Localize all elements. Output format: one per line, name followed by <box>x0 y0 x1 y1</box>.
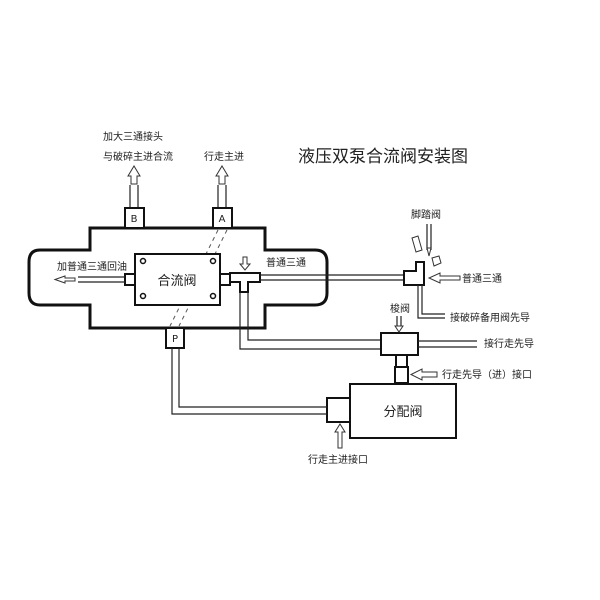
outer-tee <box>403 261 425 286</box>
travel-pilot-in-port <box>394 366 409 384</box>
arrow-up-icon <box>334 423 346 449</box>
arrow-up-icon <box>215 165 229 185</box>
label-travel-pilot-in: 行走先导（进）接口 <box>442 368 532 381</box>
port-a-label: A <box>219 214 226 225</box>
arrow-down-icon <box>394 325 404 333</box>
label-shuttle-valve: 梭阀 <box>390 302 410 315</box>
arrow-left-icon <box>409 368 438 381</box>
merge-valve <box>134 253 221 306</box>
arrow-left-icon <box>427 272 461 284</box>
port-b-label: B <box>131 214 138 225</box>
foot-pedal-icon <box>431 255 442 267</box>
diagram-title: 液压双泵合流阀安装图 <box>298 147 468 167</box>
port-p-label: P <box>172 334 178 345</box>
label-tee-inner: 普通三通 <box>266 256 306 269</box>
travel-main-in-port <box>326 397 351 423</box>
port-a <box>212 207 233 229</box>
arrow-down-icon <box>238 256 252 271</box>
arrow-up-icon <box>127 165 141 185</box>
label-b-line1: 加大三通接头 <box>103 130 163 143</box>
arrow-left-icon <box>53 275 76 284</box>
label-a-out: 行走主进 <box>204 150 244 163</box>
port-p <box>165 327 185 349</box>
port-b <box>124 207 145 229</box>
label-breaker-pilot: 接破碎备用阀先导 <box>450 311 530 324</box>
distributor-valve <box>349 383 457 439</box>
foot-pedal-icon <box>411 235 423 253</box>
arrow-down-icon <box>426 247 432 257</box>
distributor-label: 分配阀 <box>383 405 422 420</box>
label-return-oil: 加普通三通回油 <box>57 260 127 273</box>
label-b-line2: 与破碎主进合流 <box>103 150 173 163</box>
label-tee-outer: 普通三通 <box>462 272 502 285</box>
merge-valve-label: 合流阀 <box>157 274 196 289</box>
valve-body-outline <box>27 226 329 330</box>
label-travel-pilot: 接行走先导 <box>484 337 534 350</box>
label-travel-main-in: 行走主进接口 <box>308 453 368 466</box>
label-foot-valve: 脚踏阀 <box>411 208 441 221</box>
inner-tee <box>229 272 261 293</box>
shuttle-valve <box>380 332 419 356</box>
